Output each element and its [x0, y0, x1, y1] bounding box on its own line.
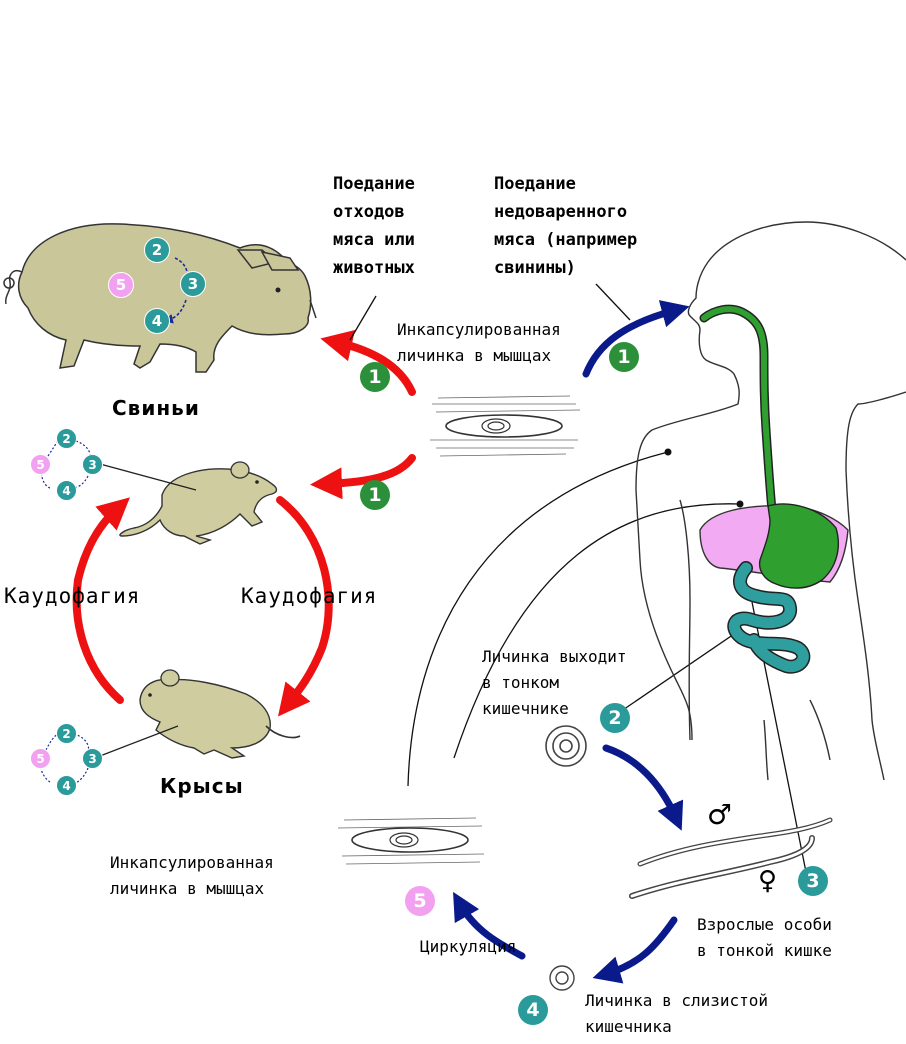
pig-illustration: [3, 223, 317, 373]
step-badge-5-human: 5: [405, 886, 435, 916]
encapsulated-larva-bottom: [337, 817, 485, 865]
pig-step-badge-2: 2: [144, 237, 170, 263]
rat-bottom-step-badge-4: 4: [56, 775, 77, 796]
label-larva-exits: Личинка выходит в тонком кишечнике: [482, 647, 627, 718]
label-encapsulated-bottom: Инкапсулированная личинка в мышцах: [110, 853, 274, 898]
adult-worms: [629, 817, 833, 899]
rat-top-step-badge-2: 2: [56, 428, 77, 449]
step-badge-1-human: 1: [609, 342, 639, 372]
label-pigs: Свиньи: [112, 396, 200, 420]
pig-step-badge-4: 4: [144, 308, 170, 334]
pig-step-badge-5: 5: [108, 272, 134, 298]
label-rats: Крысы: [160, 774, 244, 798]
larva-coil-small: [549, 965, 575, 991]
male-symbol: ♂: [707, 798, 733, 831]
larva-coil: [545, 725, 587, 767]
label-caudophagy-right: Каудофагия: [241, 584, 378, 608]
step-badge-4-human: 4: [518, 995, 548, 1025]
label-eating-waste: Поедание отходов мяса или животных: [333, 174, 415, 278]
blue-arrows: [453, 300, 690, 984]
label-eating-undercooked: Поедание недоваренного мяса (например св…: [494, 174, 638, 278]
pig-step-badge-3: 3: [180, 271, 206, 297]
rat-bottom-illustration: [139, 669, 301, 759]
digestive-system: [699, 304, 849, 674]
label-encapsulated-top: Инкапсулированная личинка в мышцах: [397, 320, 561, 365]
rat-top-step-badge-3: 3: [82, 454, 103, 475]
step-badge-2-human: 2: [600, 703, 630, 733]
label-circulation: Циркуляция: [420, 937, 517, 956]
rat-bottom-step-badge-3: 3: [82, 748, 103, 769]
rat-bottom-step-badge-2: 2: [56, 723, 77, 744]
step-badge-1-pig: 1: [360, 362, 390, 392]
encapsulated-larva-top: [430, 395, 581, 457]
human-silhouette: [635, 221, 906, 781]
rat-top-step-badge-4: 4: [56, 480, 77, 501]
red-arrows: [72, 329, 416, 717]
rat-top-step-badge-5: 5: [30, 454, 51, 475]
label-larva-mucosa: Личинка в слизистой кишечника: [585, 991, 769, 1036]
rat-bottom-step-badge-5: 5: [30, 748, 51, 769]
label-caudophagy-left: Каудофагия: [4, 584, 141, 608]
label-adults: Взрослые особи в тонкой кишке: [697, 915, 832, 960]
step-badge-1-rat: 1: [360, 480, 390, 510]
female-symbol: ♀: [758, 866, 778, 896]
step-badge-3-human: 3: [798, 866, 828, 896]
rat-top-illustration: [119, 461, 278, 545]
